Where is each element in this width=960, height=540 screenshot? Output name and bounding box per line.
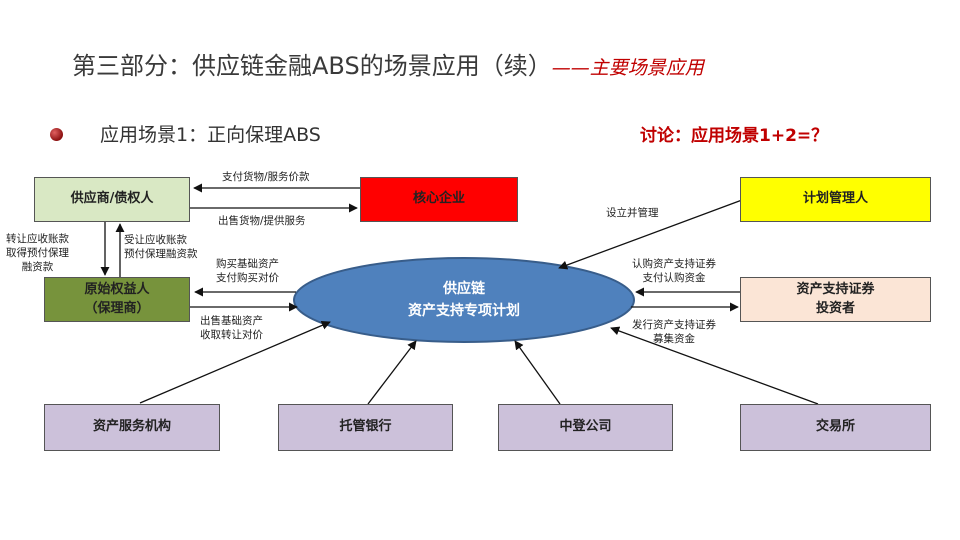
center-plan-label: 供应链 资产支持专项计划 bbox=[295, 279, 633, 322]
original-label-line2: （保理商） bbox=[84, 300, 150, 316]
exchange-box: 交易所 bbox=[740, 404, 931, 451]
discussion-note: 讨论：应用场景1+2=？ bbox=[640, 126, 829, 146]
arrow-exchange bbox=[610, 326, 819, 405]
title-subtitle: ——主要场景应用 bbox=[551, 57, 704, 79]
original-holder-box: 原始权益人 （保理商） bbox=[44, 277, 190, 322]
servicer-label: 资产服务机构 bbox=[92, 419, 171, 435]
label-pay: 支付货物/服务价款 bbox=[222, 171, 310, 183]
center-label-line1: 供应链 bbox=[443, 281, 485, 297]
servicer-box: 资产服务机构 bbox=[44, 404, 220, 451]
center-label-line2: 资产支持专项计划 bbox=[408, 302, 520, 319]
label-sell: 出售货物/提供服务 bbox=[218, 215, 306, 227]
investor-label-line1: 资产支持证券 bbox=[796, 282, 875, 298]
custodian-bank-box: 托管银行 bbox=[278, 404, 453, 451]
custodian-label: 托管银行 bbox=[339, 419, 392, 435]
core-label: 核心企业 bbox=[412, 191, 465, 207]
page-title: 第三部分：供应链金融ABS的场景应用（续）——主要场景应用 bbox=[72, 46, 704, 81]
supplier-label: 供应商/债权人 bbox=[70, 191, 154, 207]
investor-label-line2: 投资者 bbox=[815, 300, 855, 316]
arrow-setup bbox=[558, 199, 743, 270]
supplier-box: 供应商/债权人 bbox=[34, 177, 190, 222]
investor-box: 资产支持证券 投资者 bbox=[740, 277, 931, 322]
title-main: 第三部分：供应链金融ABS的场景应用（续） bbox=[72, 52, 552, 80]
label-buy: 购买基础资产支付购买对价 bbox=[216, 258, 279, 285]
arrow-servicer bbox=[139, 321, 331, 404]
manager-box: 计划管理人 bbox=[740, 177, 931, 222]
label-sell-assets: 出售基础资产收取转让对价 bbox=[200, 315, 263, 342]
arrow-registry bbox=[514, 340, 561, 405]
bullet-icon bbox=[50, 128, 63, 141]
original-label-line1: 原始权益人 bbox=[84, 282, 150, 298]
label-receive: 受让应收账款预付保理融资款 bbox=[124, 234, 198, 261]
manager-label: 计划管理人 bbox=[802, 191, 868, 207]
exchange-label: 交易所 bbox=[815, 419, 855, 435]
registry-box: 中登公司 bbox=[498, 404, 673, 451]
center-ellipse bbox=[293, 257, 635, 343]
label-subscribe: 认购资产支持证券支付认购资金 bbox=[632, 258, 716, 285]
label-issue: 发行资产支持证券募集资金 bbox=[632, 319, 716, 346]
scenario-heading: 应用场景1：正向保理ABS bbox=[100, 124, 321, 146]
registry-label: 中登公司 bbox=[559, 419, 612, 435]
core-enterprise-box: 核心企业 bbox=[360, 177, 518, 222]
arrow-custodian bbox=[367, 340, 417, 405]
label-setup: 设立并管理 bbox=[606, 207, 659, 219]
label-transfer: 转让应收账款取得预付保理融资款 bbox=[6, 233, 69, 274]
